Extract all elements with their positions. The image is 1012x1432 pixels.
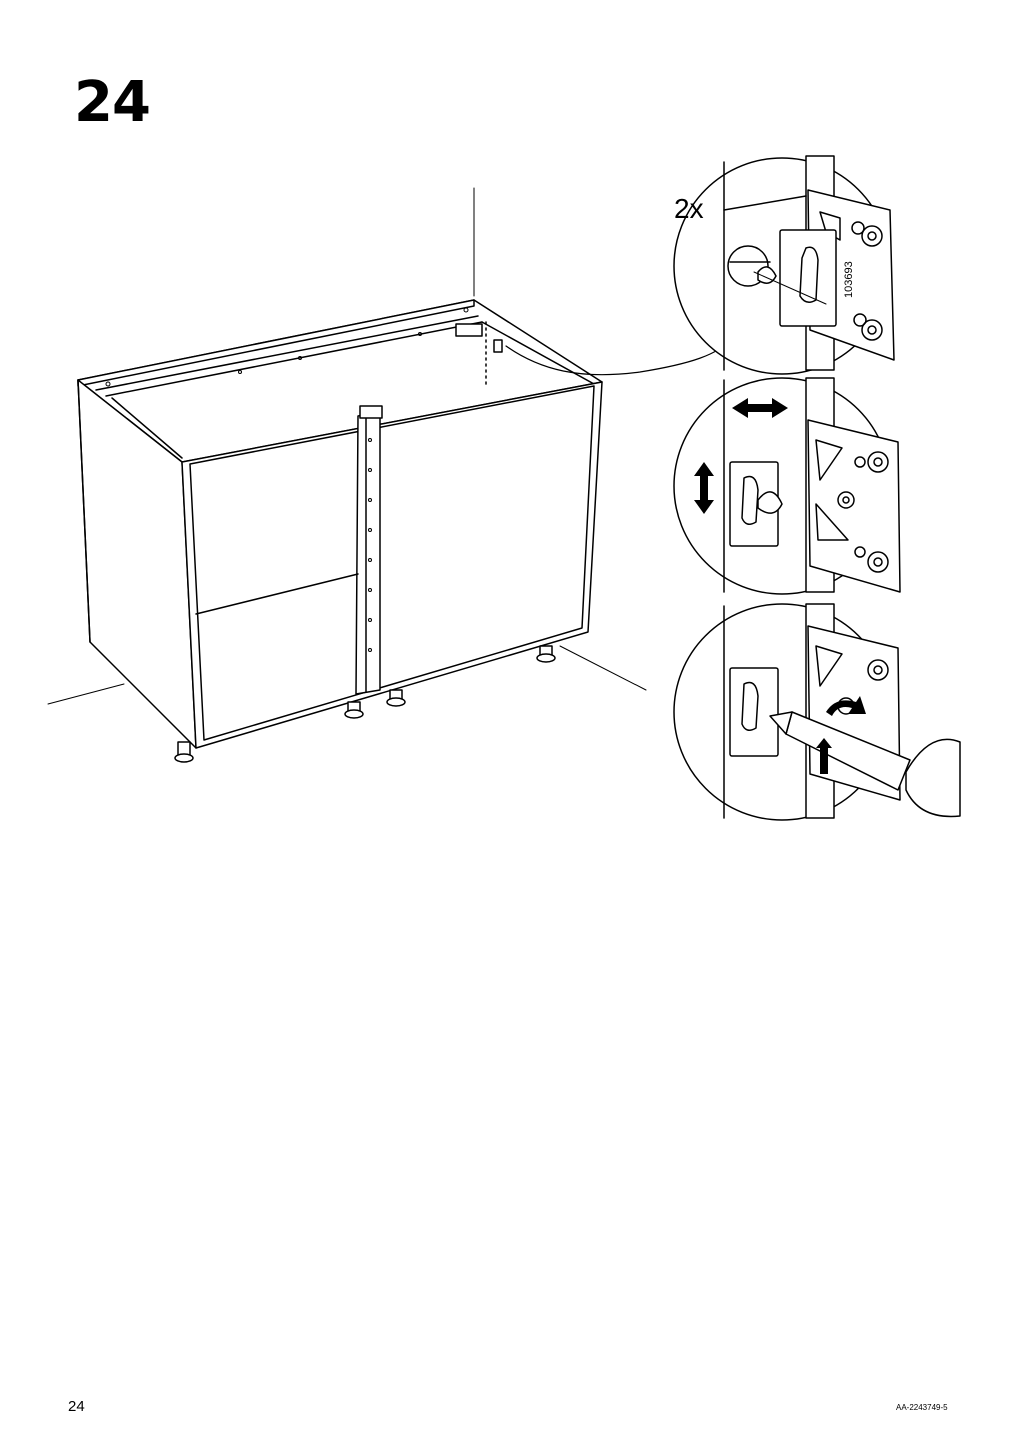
detail-circle-bracket: 103693 2x <box>673 155 895 375</box>
screwdriver-icon <box>769 711 961 818</box>
document-code: AA-2243749-5 <box>896 1403 948 1412</box>
part-number-label: 103693 <box>843 261 855 298</box>
cabinet-illustration <box>47 187 729 763</box>
detail-circle-tighten <box>673 603 961 821</box>
step-number: 24 <box>74 70 151 135</box>
page-number: 24 <box>68 1398 85 1415</box>
rotate-arrow-icon <box>816 696 866 774</box>
vertical-arrow-icon <box>694 462 714 514</box>
quantity-label: 2x <box>674 193 704 224</box>
hinge-bracket-icon <box>779 189 895 361</box>
detail-circle-adjust <box>673 377 901 595</box>
horizontal-arrow-icon <box>732 398 788 418</box>
